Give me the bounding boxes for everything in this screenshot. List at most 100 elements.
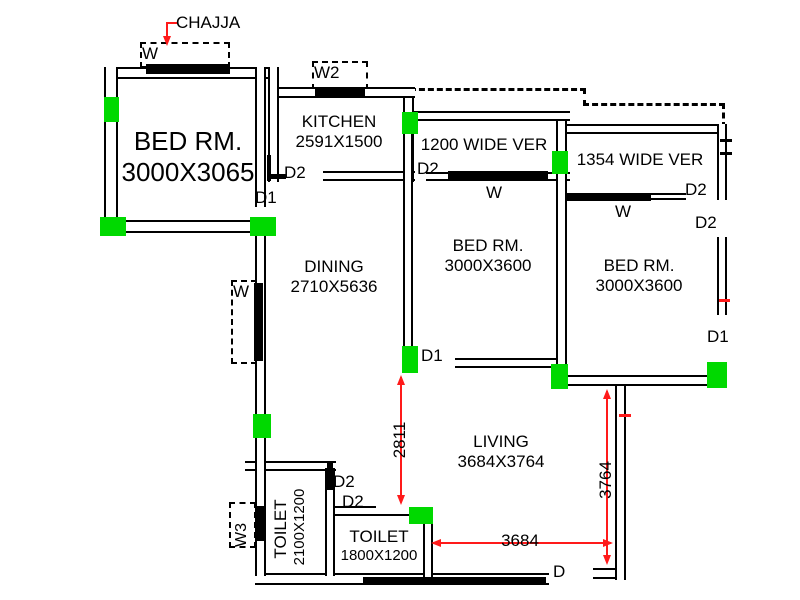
chajja-label: CHAJJA — [176, 13, 241, 32]
window-bar-verandah1 — [448, 171, 548, 181]
door-jamb-kitchen — [267, 155, 271, 181]
room-label-living: LIVING 3684X3764 — [428, 432, 574, 472]
window-bar-toilet1 — [255, 506, 264, 541]
wall-step — [268, 67, 279, 98]
wall-toilet1-top — [245, 461, 336, 471]
window-bar-bedroom1 — [146, 64, 230, 74]
wall-bedroom1-bottom — [100, 220, 276, 233]
dimension-tick — [619, 414, 631, 417]
room-name: DINING — [304, 257, 364, 276]
column-marker — [100, 217, 126, 236]
door-tag-d2-kitchen: D2 — [284, 163, 306, 182]
room-name: TOILET — [271, 499, 290, 559]
door-jamb-kitchen — [267, 174, 286, 179]
wall-bedroom3-bottom — [567, 375, 711, 386]
arrow-up — [397, 375, 405, 385]
dimension-line-3764 — [606, 391, 608, 559]
wall-toilet1-right — [325, 468, 335, 576]
door-tag-d1-dining: D1 — [421, 346, 443, 365]
wall-living-corner — [593, 568, 617, 579]
arrow-down — [603, 555, 611, 565]
room-label-toilet1: TOILET 2100X1200 — [271, 473, 317, 581]
dimension-line-2811 — [400, 377, 402, 499]
room-name: BED RM. — [452, 236, 524, 255]
toilet-window-box: W3 — [229, 502, 256, 548]
window-label: W — [233, 282, 250, 301]
room-label-verandah2: 1354 WIDE VER — [576, 150, 704, 169]
room-name: TOILET — [349, 527, 409, 546]
door-tag-d1-right-wall: D1 — [707, 327, 729, 346]
chajja-leader-line — [167, 22, 178, 24]
column-marker — [409, 507, 433, 524]
door-tag-d2-verandah2: D2 — [685, 180, 707, 199]
arrow-right — [603, 539, 613, 547]
column-marker — [104, 97, 119, 122]
room-label-bedroom1: BED RM. 3000X3065 — [104, 126, 272, 188]
wall-living-right — [615, 386, 626, 580]
chajja-dashed-line — [722, 103, 725, 128]
door-tag-d2-right-wall: D2 — [695, 213, 717, 232]
room-label-dining: DINING 2710X5636 — [278, 257, 390, 297]
wall-kitchen-left — [268, 98, 279, 182]
chajja-dashed-line — [583, 88, 586, 106]
room-label-bedroom2: BED RM. 3000X3600 — [418, 236, 558, 276]
arrow-left — [431, 539, 441, 547]
window-bar-verandah2 — [567, 193, 651, 201]
window-bar-kitchen — [315, 87, 365, 97]
chajja-leader-line — [166, 22, 168, 38]
wall-bottom-thick — [363, 577, 546, 585]
wall-kitchen-bottom — [323, 171, 415, 181]
window-bar-dining — [254, 283, 263, 361]
room-label-toilet2: TOILET 1800X1200 — [330, 527, 428, 564]
room-dims: 2710X5636 — [290, 277, 378, 296]
room-dims: 2591X1500 — [295, 132, 383, 151]
wall-verandah2-bottom — [648, 193, 686, 200]
dining-window-box: W — [231, 280, 257, 364]
wall-toilet2-right — [423, 521, 433, 578]
dimension-text-3684: 3684 — [501, 531, 539, 550]
kitchen-window-box: W2 — [312, 61, 368, 90]
chajja-dashed-line — [410, 88, 586, 91]
wall-bedrooms-divider — [556, 121, 567, 368]
window-tag-verandah2: W — [615, 202, 632, 221]
room-dims: 3684X3764 — [457, 452, 545, 471]
column-marker — [707, 362, 727, 388]
chajja-arrow — [163, 36, 171, 46]
room-name: BED RM. — [603, 256, 675, 275]
wall-verandah1-top — [412, 111, 570, 121]
wall-dining-bedroom2 — [403, 133, 413, 348]
room-name: KITCHEN — [301, 112, 377, 131]
room-label-bedroom3: BED RM. 3000X3600 — [565, 256, 713, 296]
window3-label: W3 — [233, 523, 250, 547]
window2-label: W2 — [314, 63, 340, 82]
column-marker — [402, 112, 418, 134]
door-jamb — [720, 139, 732, 142]
door-tag-d1-bedroom1: D1 — [255, 188, 277, 207]
door-tag-d2-toilet2: D2 — [342, 492, 364, 511]
room-label-verandah1: 1200 WIDE VER — [420, 135, 548, 154]
door-tag-d2-toilet1: D2 — [333, 472, 355, 491]
column-marker — [402, 346, 418, 373]
arrow-up — [603, 389, 611, 399]
column-marker — [253, 414, 271, 438]
column-marker — [551, 364, 568, 389]
door-jamb-toilet — [327, 463, 333, 490]
window-tag-verandah1: W — [486, 183, 503, 202]
column-marker — [552, 151, 568, 174]
door-sill-toilet2 — [372, 514, 410, 516]
column-marker — [250, 217, 276, 236]
wall-bedroom3-right — [717, 237, 727, 315]
dimension-text-3764: 3764 — [596, 461, 615, 499]
wall-bedroom1-right — [255, 67, 266, 207]
wall-verandah2-right — [717, 124, 727, 200]
arrow-down — [397, 495, 405, 505]
window-label: W — [142, 44, 159, 63]
wall-toilet2-top — [327, 506, 376, 516]
room-dims: 3000X3600 — [444, 256, 532, 275]
room-dims: 3000X3065 — [121, 157, 255, 187]
room-name: BED RM. — [133, 126, 243, 156]
room-label-kitchen: KITCHEN 2591X1500 — [283, 112, 395, 152]
dimension-text-2811: 2811 — [390, 421, 409, 459]
dimension-line-3684 — [433, 542, 611, 544]
chajja-window-box: W — [140, 42, 230, 68]
